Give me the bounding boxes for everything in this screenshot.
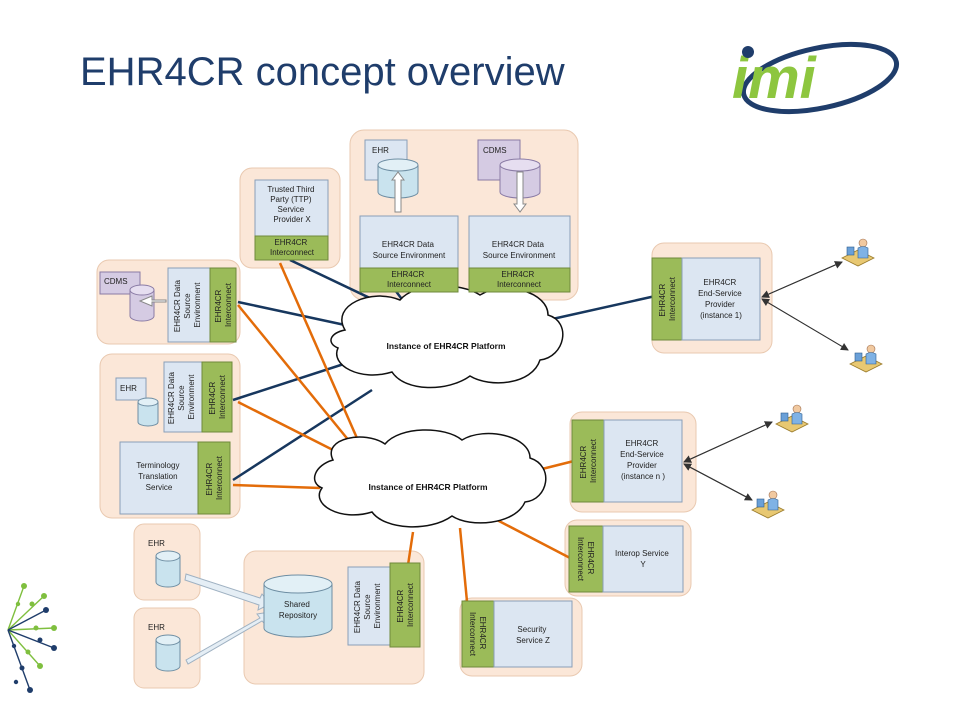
espn-interconnect [571, 419, 605, 503]
user-at-desk-icon [751, 490, 785, 519]
left-cdms-node: CDMS EHR4CR Data Source Environment EHR4… [99, 267, 237, 343]
orange-links [232, 262, 579, 634]
shared-ehr-b-label: EHR [148, 623, 165, 632]
navy-links [232, 258, 661, 482]
shared-interconnect [389, 562, 421, 648]
top-cdms-node: CDMS EHR4CR Data Source Environment EHR4… [468, 139, 571, 293]
imi-logo: imi [732, 41, 900, 115]
espn-node: EHR4CR Interconnect EHR4CR End-Service P… [571, 419, 683, 503]
esp1-node: EHR4CR Interconnect EHR4CR End-Service P… [651, 257, 761, 341]
platform-cloud-1-label: Instance of EHR4CR Platform [386, 341, 505, 351]
svg-text:EHR4CR Interconnect: EHR4CR Interconnect [270, 238, 315, 257]
interop-node: EHR4CR Interconnect Interop Service Y [568, 525, 684, 593]
esp1-service-label: EHR4CR End-Service Provider (instance 1) [698, 278, 744, 320]
left-ehr-env-label: EHR4CR Data Source Environment [167, 370, 196, 424]
security-interconnect [461, 600, 495, 668]
svg-text:EHR4CR Interconnect: EHR4CR Interconnect [468, 612, 487, 657]
svg-text:EHR4CR Interconnect: EHR4CR Interconnect [214, 282, 233, 327]
platform-cloud-2: Instance of EHR4CR Platform [313, 429, 547, 528]
espn-service-label: EHR4CR End-Service Provider (instance n … [620, 439, 666, 481]
svg-text:EHR4CR Interconnect: EHR4CR Interconnect [576, 537, 595, 582]
svg-text:EHR4CR Interconnect: EHR4CR Interconnect [396, 582, 415, 627]
interop-service-label: Interop Service Y [615, 549, 671, 569]
left-ehr-db-label: EHR [120, 384, 137, 393]
terminology-interconnect [197, 441, 231, 515]
shared-ehr-a-label: EHR [148, 539, 165, 548]
top-ehr-node: EHR EHR4CR Data Source Environment EHR4C… [359, 139, 459, 293]
security-node: EHR4CR Interconnect Security Service Z [461, 600, 573, 668]
esp1-interconnect [651, 257, 683, 341]
top-cdms-db-label: CDMS [483, 146, 507, 155]
platform-cloud-2-label: Instance of EHR4CR Platform [368, 482, 487, 492]
top-ehr-interconnect [359, 267, 459, 293]
platform-cloud-1: Instance of EHR4CR Platform [330, 285, 564, 389]
shared-repo-label: Shared Repository [279, 600, 317, 620]
slide-title: EHR4CR concept overview [80, 50, 565, 94]
ttp-interconnect [254, 235, 329, 261]
left-cdms-interconnect [209, 267, 237, 343]
svg-text:EHR4CR Interconnect: EHR4CR Interconnect [387, 270, 432, 289]
left-ehr-interconnect [201, 361, 233, 433]
svg-text:EHR4CR Interconnect: EHR4CR Interconnect [208, 374, 227, 419]
svg-text:EHR4CR Interconnect: EHR4CR Interconnect [205, 455, 224, 500]
user-at-desk-icon [849, 344, 883, 373]
left-cdms-env-label: EHR4CR Data Source Environment [173, 278, 202, 332]
top-cdms-interconnect [468, 267, 571, 293]
ttp-service-label: Trusted Third Party (TTP) Service Provid… [267, 185, 316, 224]
user-at-desk-icon [775, 404, 809, 433]
dotted-burst-icon [7, 583, 57, 693]
terminology-service-label: Terminology Translation Service [136, 461, 181, 492]
svg-text:EHR4CR Interconnect: EHR4CR Interconnect [579, 438, 598, 483]
terminology-node: Terminology Translation Service EHR4CR I… [119, 441, 231, 515]
shared-node: EHR EHR Shared Repository EHR4CR Data So… [148, 539, 421, 672]
user-arrows [683, 261, 849, 501]
ttp-node: Trusted Third Party (TTP) Service Provid… [254, 179, 329, 261]
top-ehr-db-label: EHR [372, 146, 389, 155]
svg-text:EHR4CR Interconnect: EHR4CR Interconnect [658, 276, 677, 321]
svg-text:EHR4CR Interconnect: EHR4CR Interconnect [497, 270, 542, 289]
left-ehr-node: EHR EHR4CR Data Source Environment EHR4C… [115, 361, 233, 433]
left-cdms-db-label: CDMS [104, 277, 128, 286]
top-cdms-env-label: EHR4CR Data Source Environment [483, 240, 556, 260]
shared-env-label: EHR4CR Data Source Environment [353, 579, 382, 633]
security-service-label: Security Service Z [516, 625, 550, 645]
interop-interconnect [568, 525, 604, 593]
user-at-desk-icon [841, 238, 875, 267]
top-ehr-env-label: EHR4CR Data Source Environment [373, 240, 446, 260]
